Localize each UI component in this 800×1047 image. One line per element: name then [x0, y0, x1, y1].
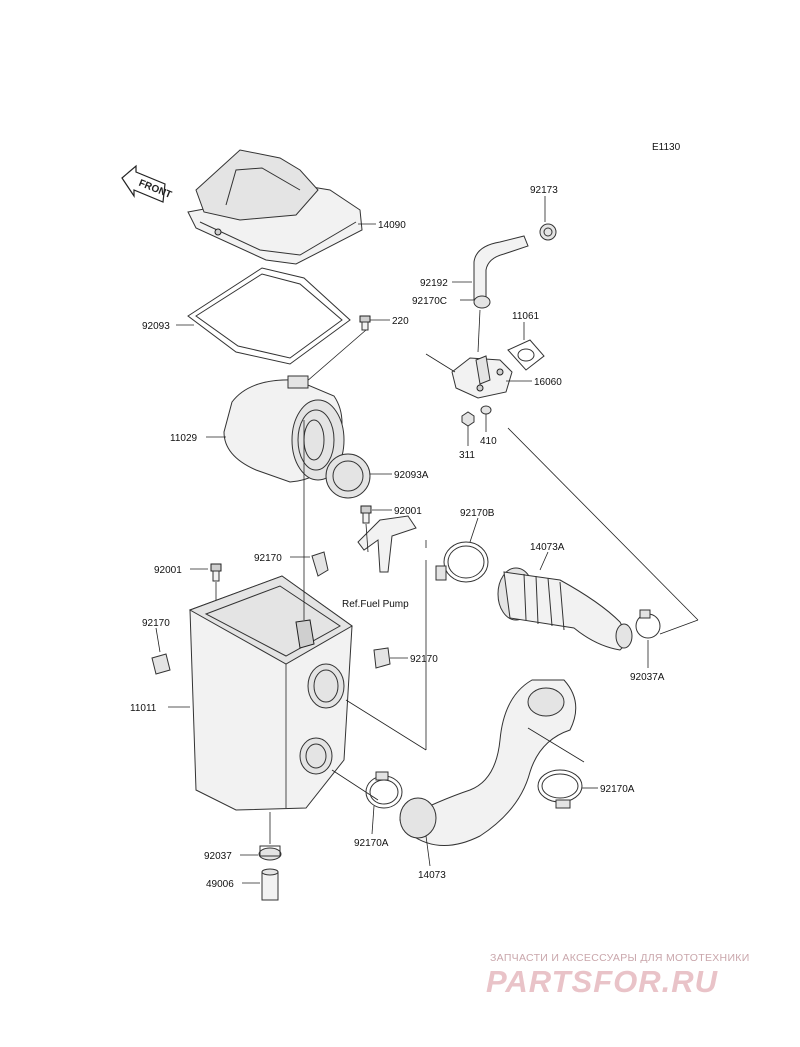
label-410: 410	[480, 436, 497, 447]
clamp-92173	[539, 223, 557, 241]
label-92170A-lower: 92170A	[354, 838, 389, 849]
label-92037: 92037	[204, 851, 232, 862]
ref-fuel-pump: Ref.Fuel Pump	[342, 599, 409, 610]
duct-14073	[399, 679, 577, 846]
air-cleaner-cover	[187, 149, 363, 265]
label-14090: 14090	[378, 220, 406, 231]
label-220: 220	[392, 316, 409, 327]
label-92170-right: 92170	[410, 654, 438, 665]
gasket-11061	[507, 339, 545, 371]
diagram-code: E1130	[652, 142, 681, 153]
clamp-92037	[258, 845, 282, 861]
clamp-92170B	[435, 541, 489, 583]
label-92093A: 92093A	[394, 470, 429, 481]
label-49006: 49006	[206, 879, 234, 890]
tube-49006	[261, 868, 279, 901]
label-11011: 11011	[130, 703, 157, 714]
bolt-92001-lower	[210, 563, 222, 582]
label-92170C: 92170C	[412, 296, 447, 307]
gasket-92093	[187, 267, 351, 365]
label-92170-top: 92170	[254, 553, 282, 564]
label-14073A: 14073A	[530, 542, 565, 553]
label-92037A: 92037A	[630, 672, 665, 683]
bracket	[357, 515, 417, 573]
nut-311	[461, 411, 475, 427]
label-92093: 92093	[142, 321, 170, 332]
label-92173: 92173	[530, 185, 558, 196]
label-11029: 11029	[170, 433, 198, 444]
washer-410	[480, 405, 492, 415]
clamp-92170C	[473, 295, 491, 309]
front-arrow-icon: FRONT	[121, 164, 173, 203]
label-92170A-right: 92170A	[600, 784, 635, 795]
bolt-220	[359, 315, 371, 331]
hose-14073A	[497, 567, 633, 651]
bolt-92001-upper	[360, 505, 372, 524]
clamp-92170A-right	[537, 769, 583, 809]
watermark-logo: PARTSFOR.RU	[486, 964, 719, 999]
label-92170-left: 92170	[142, 618, 170, 629]
label-14073: 14073	[418, 870, 446, 881]
label-92001-lower: 92001	[154, 565, 182, 576]
hose-92192	[473, 235, 529, 301]
label-11061: 11061	[512, 311, 540, 322]
air-box-11011	[188, 575, 353, 811]
label-92192: 92192	[420, 278, 448, 289]
clip-92170-right	[373, 647, 391, 669]
housing-16060	[451, 355, 513, 399]
label-16060: 16060	[534, 377, 562, 388]
clamp-92170A-lower	[365, 771, 403, 809]
clip-92170-left	[151, 653, 171, 675]
label-92001-upper: 92001	[394, 506, 422, 517]
label-311: 311	[459, 450, 475, 461]
filter-element-11029	[223, 375, 345, 483]
label-92170B: 92170B	[460, 508, 495, 519]
watermark-tagline: ЗАПЧАСТИ И АКСЕССУАРЫ ДЛЯ МОТОТЕХНИКИ	[490, 952, 750, 964]
clamp-92037A	[635, 609, 661, 639]
ring-92093A	[325, 453, 371, 499]
clip-92170-top	[311, 551, 329, 577]
